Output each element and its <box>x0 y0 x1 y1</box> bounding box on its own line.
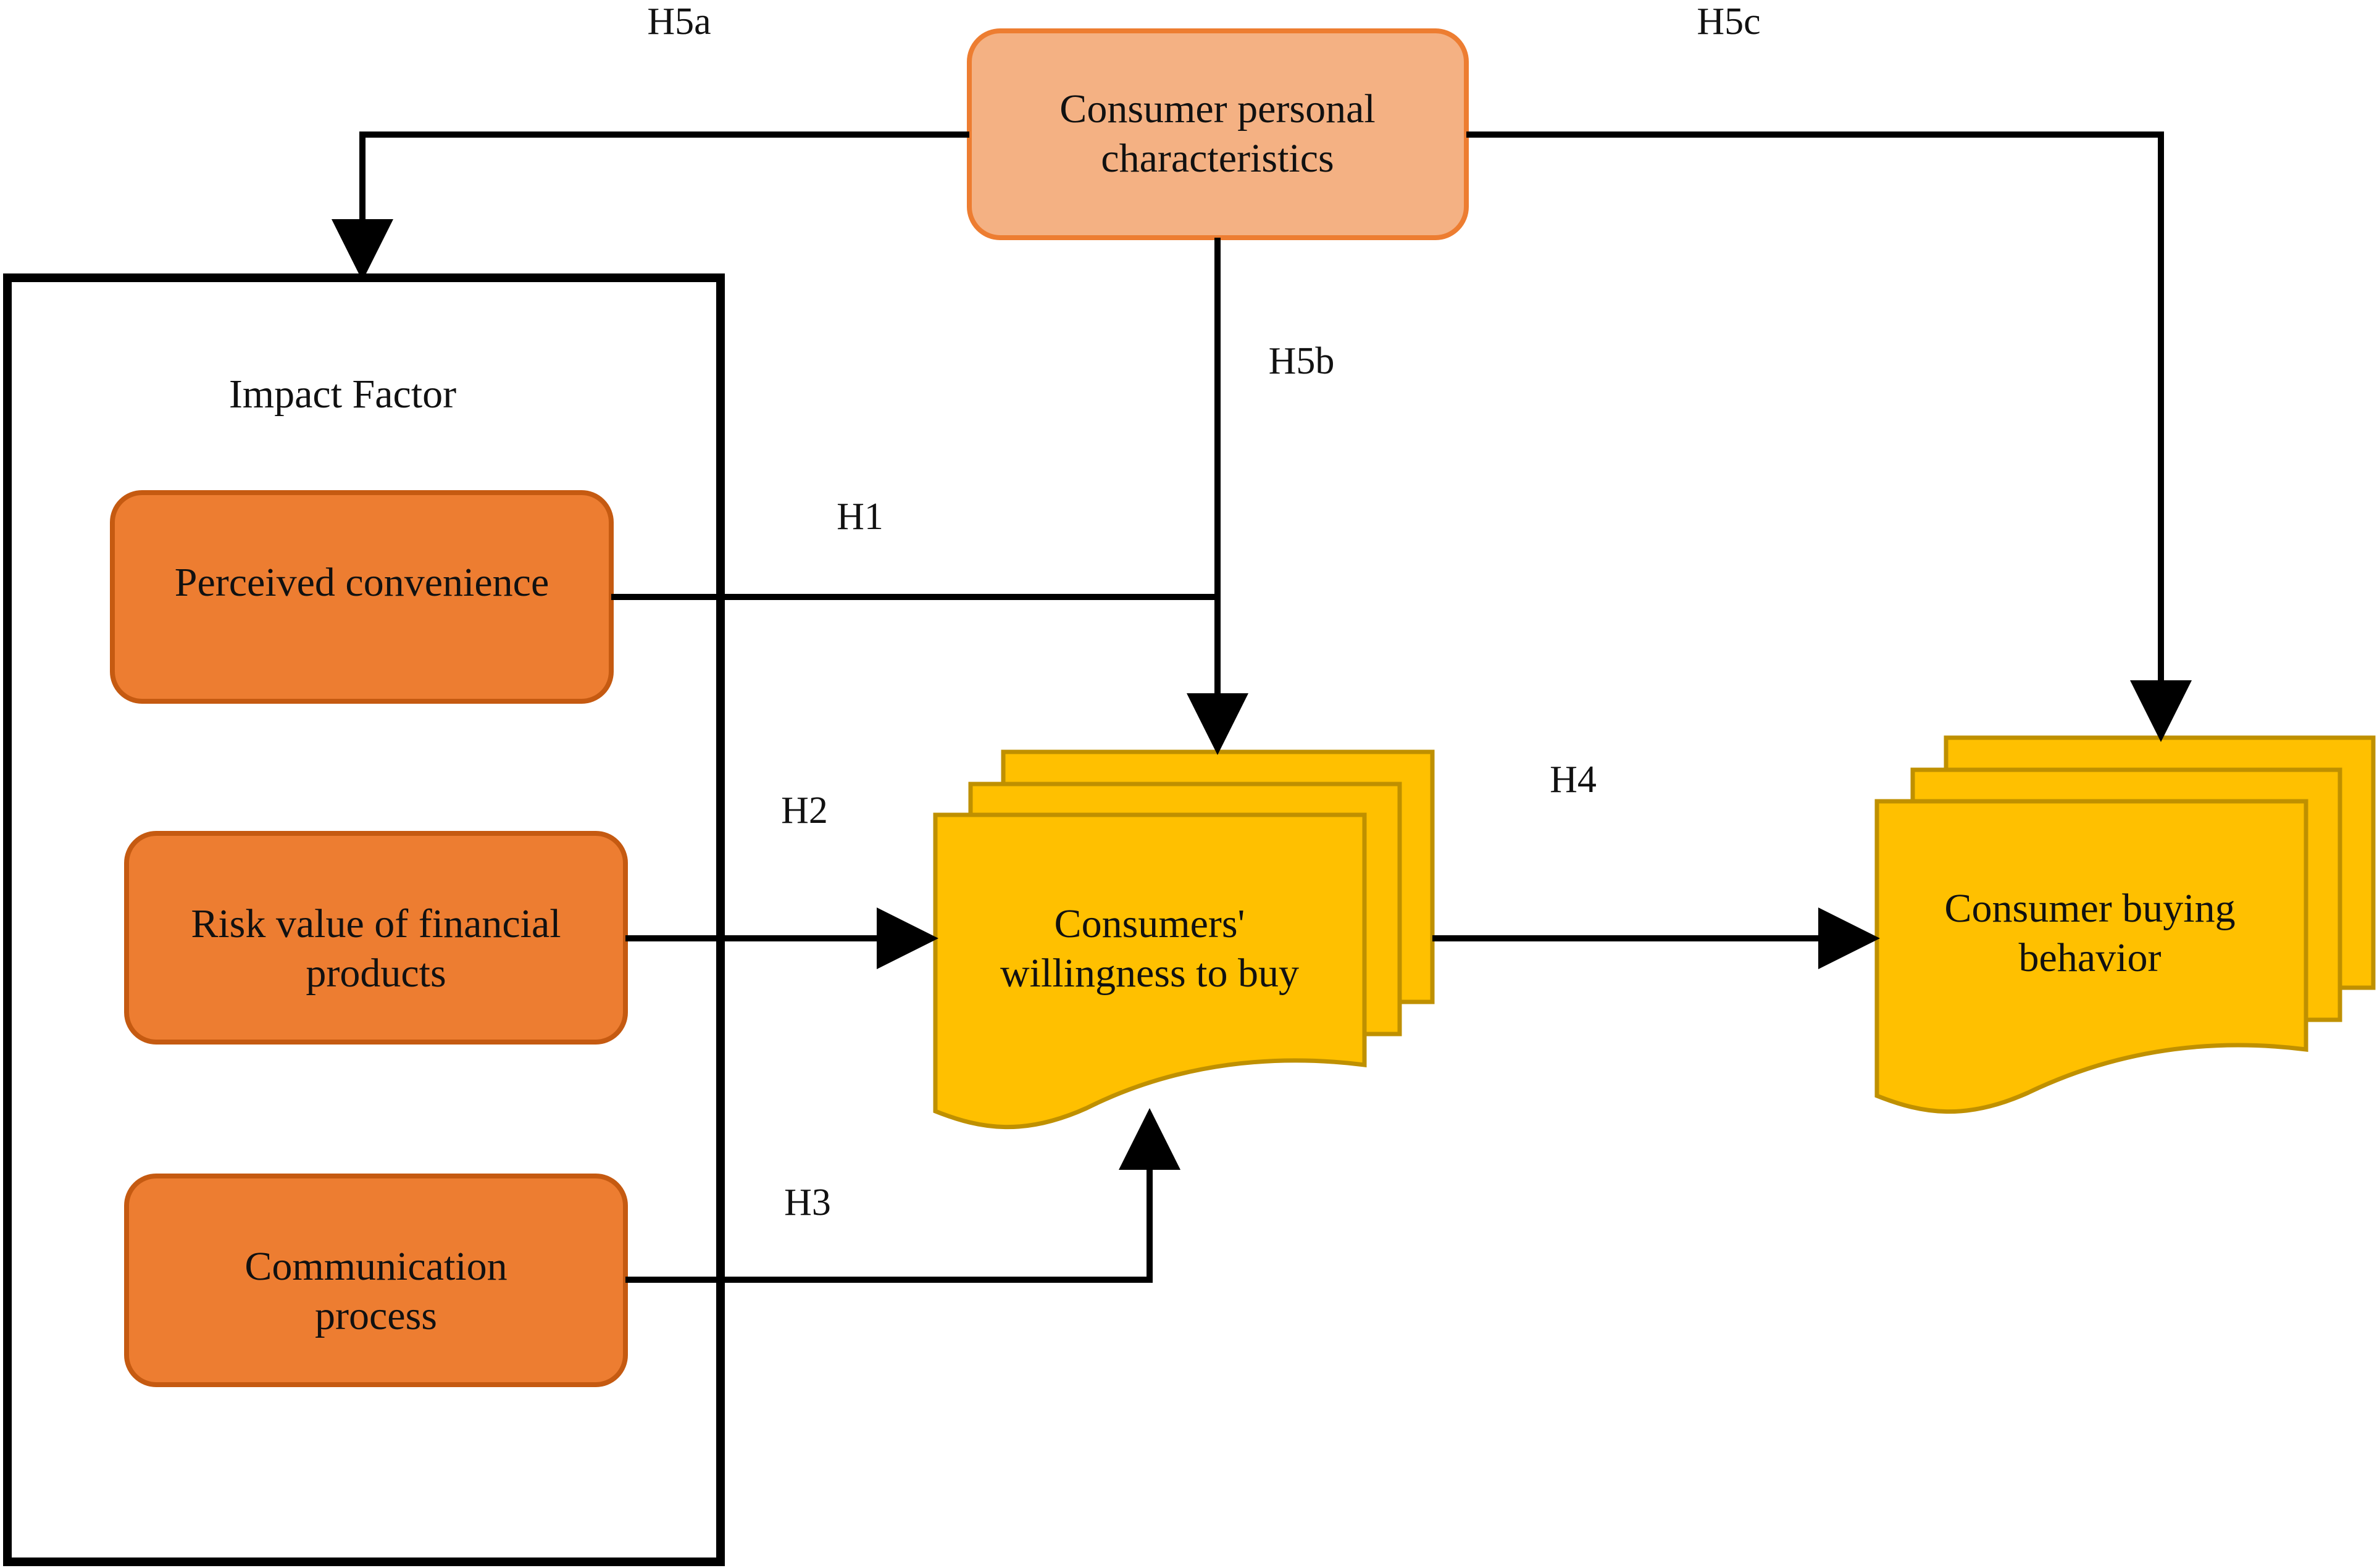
svg-text:Consumer buying: Consumer buying <box>1944 886 2235 931</box>
node-perceived-convenience: Perceived convenience <box>110 490 614 704</box>
label-h5b: H5b <box>1269 340 1335 382</box>
label-h4: H4 <box>1550 759 1597 801</box>
svg-text:Communication: Communication <box>244 1244 507 1289</box>
node-consumer-buying-behavior: Consumer buying behavior <box>1874 735 2376 1114</box>
svg-text:Risk value of financial: Risk value of financial <box>191 901 561 946</box>
arrow-h5c <box>1466 131 2192 742</box>
label-h3: H3 <box>784 1182 831 1224</box>
impact-factor-title: Impact Factor <box>229 372 456 417</box>
node-risk-value-financial-products: Risk value of financial products <box>124 831 628 1045</box>
svg-text:Consumer personal: Consumer personal <box>1059 86 1375 131</box>
label-h5a: H5a <box>647 1 711 43</box>
node-communication-process: Communication process <box>124 1174 628 1387</box>
node-consumer-personal-characteristics: Consumer personal characteristics <box>967 28 1469 240</box>
svg-text:Perceived convenience: Perceived convenience <box>175 560 549 605</box>
node-consumers-willingness-to-buy: Consumers' willingness to buy <box>933 749 1435 1130</box>
svg-text:characteristics: characteristics <box>1101 136 1334 181</box>
svg-text:behavior: behavior <box>2019 935 2162 980</box>
svg-text:willingness to buy: willingness to buy <box>1000 951 1299 996</box>
arrow-h3 <box>625 1108 1180 1283</box>
label-h5c: H5c <box>1697 1 1760 43</box>
svg-text:process: process <box>315 1293 437 1338</box>
label-h1: H1 <box>837 496 884 538</box>
label-h2: H2 <box>781 790 828 832</box>
svg-text:products: products <box>306 951 446 996</box>
svg-text:Consumers': Consumers' <box>1055 901 1245 946</box>
arrow-h5a <box>332 131 969 281</box>
